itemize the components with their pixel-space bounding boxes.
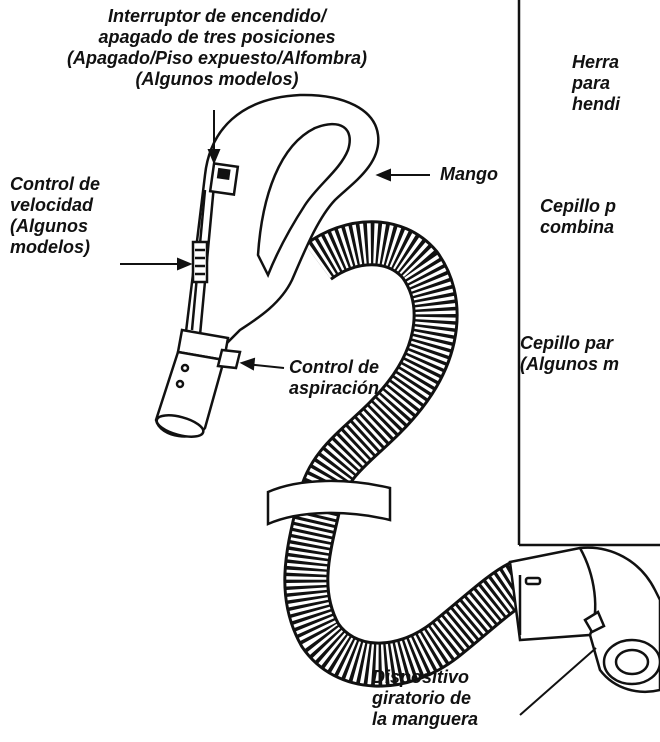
brush-label: Cepillo par (Algunos m bbox=[520, 333, 619, 375]
combination-brush-label: Cepillo p combina bbox=[540, 196, 616, 238]
switch-label-line2: apagado de tres posiciones bbox=[60, 27, 374, 48]
hose-swivel-label: Dispositivo giratorio de la manguera bbox=[372, 667, 478, 730]
switch-label-line3: (Apagado/Piso expuesto/Alfombra) bbox=[60, 48, 374, 69]
switch-label-line1: Interruptor de encendido/ bbox=[60, 6, 374, 27]
hose bbox=[306, 243, 520, 664]
speed-label-line1: Control de bbox=[10, 174, 100, 195]
combo-label-line1: Cepillo p bbox=[540, 196, 616, 217]
crevice-label-line3: hendi bbox=[572, 94, 620, 115]
combo-label-line2: combina bbox=[540, 217, 616, 238]
swivel-label-line3: la manguera bbox=[372, 709, 478, 730]
speed-label-line4: modelos) bbox=[10, 237, 100, 258]
speed-control-label: Control de velocidad (Algunos modelos) bbox=[10, 174, 100, 258]
handle-label-text: Mango bbox=[440, 164, 498, 185]
crevice-tool-label: Herra para hendi bbox=[572, 52, 620, 115]
brush-label-line1: Cepillo par bbox=[520, 333, 619, 354]
crevice-label-line1: Herra bbox=[572, 52, 620, 73]
suction-control-label: Control de aspiración bbox=[289, 357, 379, 399]
swivel-label-line2: giratorio de bbox=[372, 688, 478, 709]
suction-label-line2: aspiración bbox=[289, 378, 379, 399]
crevice-label-line2: para bbox=[572, 73, 620, 94]
suction-label-line1: Control de bbox=[289, 357, 379, 378]
switch-label-line4: (Algunos modelos) bbox=[60, 69, 374, 90]
hose-swivel bbox=[510, 548, 660, 692]
swivel-label-line1: Dispositivo bbox=[372, 667, 478, 688]
brush-label-line2: (Algunos m bbox=[520, 354, 619, 375]
switch-label: Interruptor de encendido/ apagado de tre… bbox=[60, 6, 374, 90]
speed-label-line2: velocidad bbox=[10, 195, 100, 216]
handle-label: Mango bbox=[440, 164, 498, 185]
speed-label-line3: (Algunos bbox=[10, 216, 100, 237]
